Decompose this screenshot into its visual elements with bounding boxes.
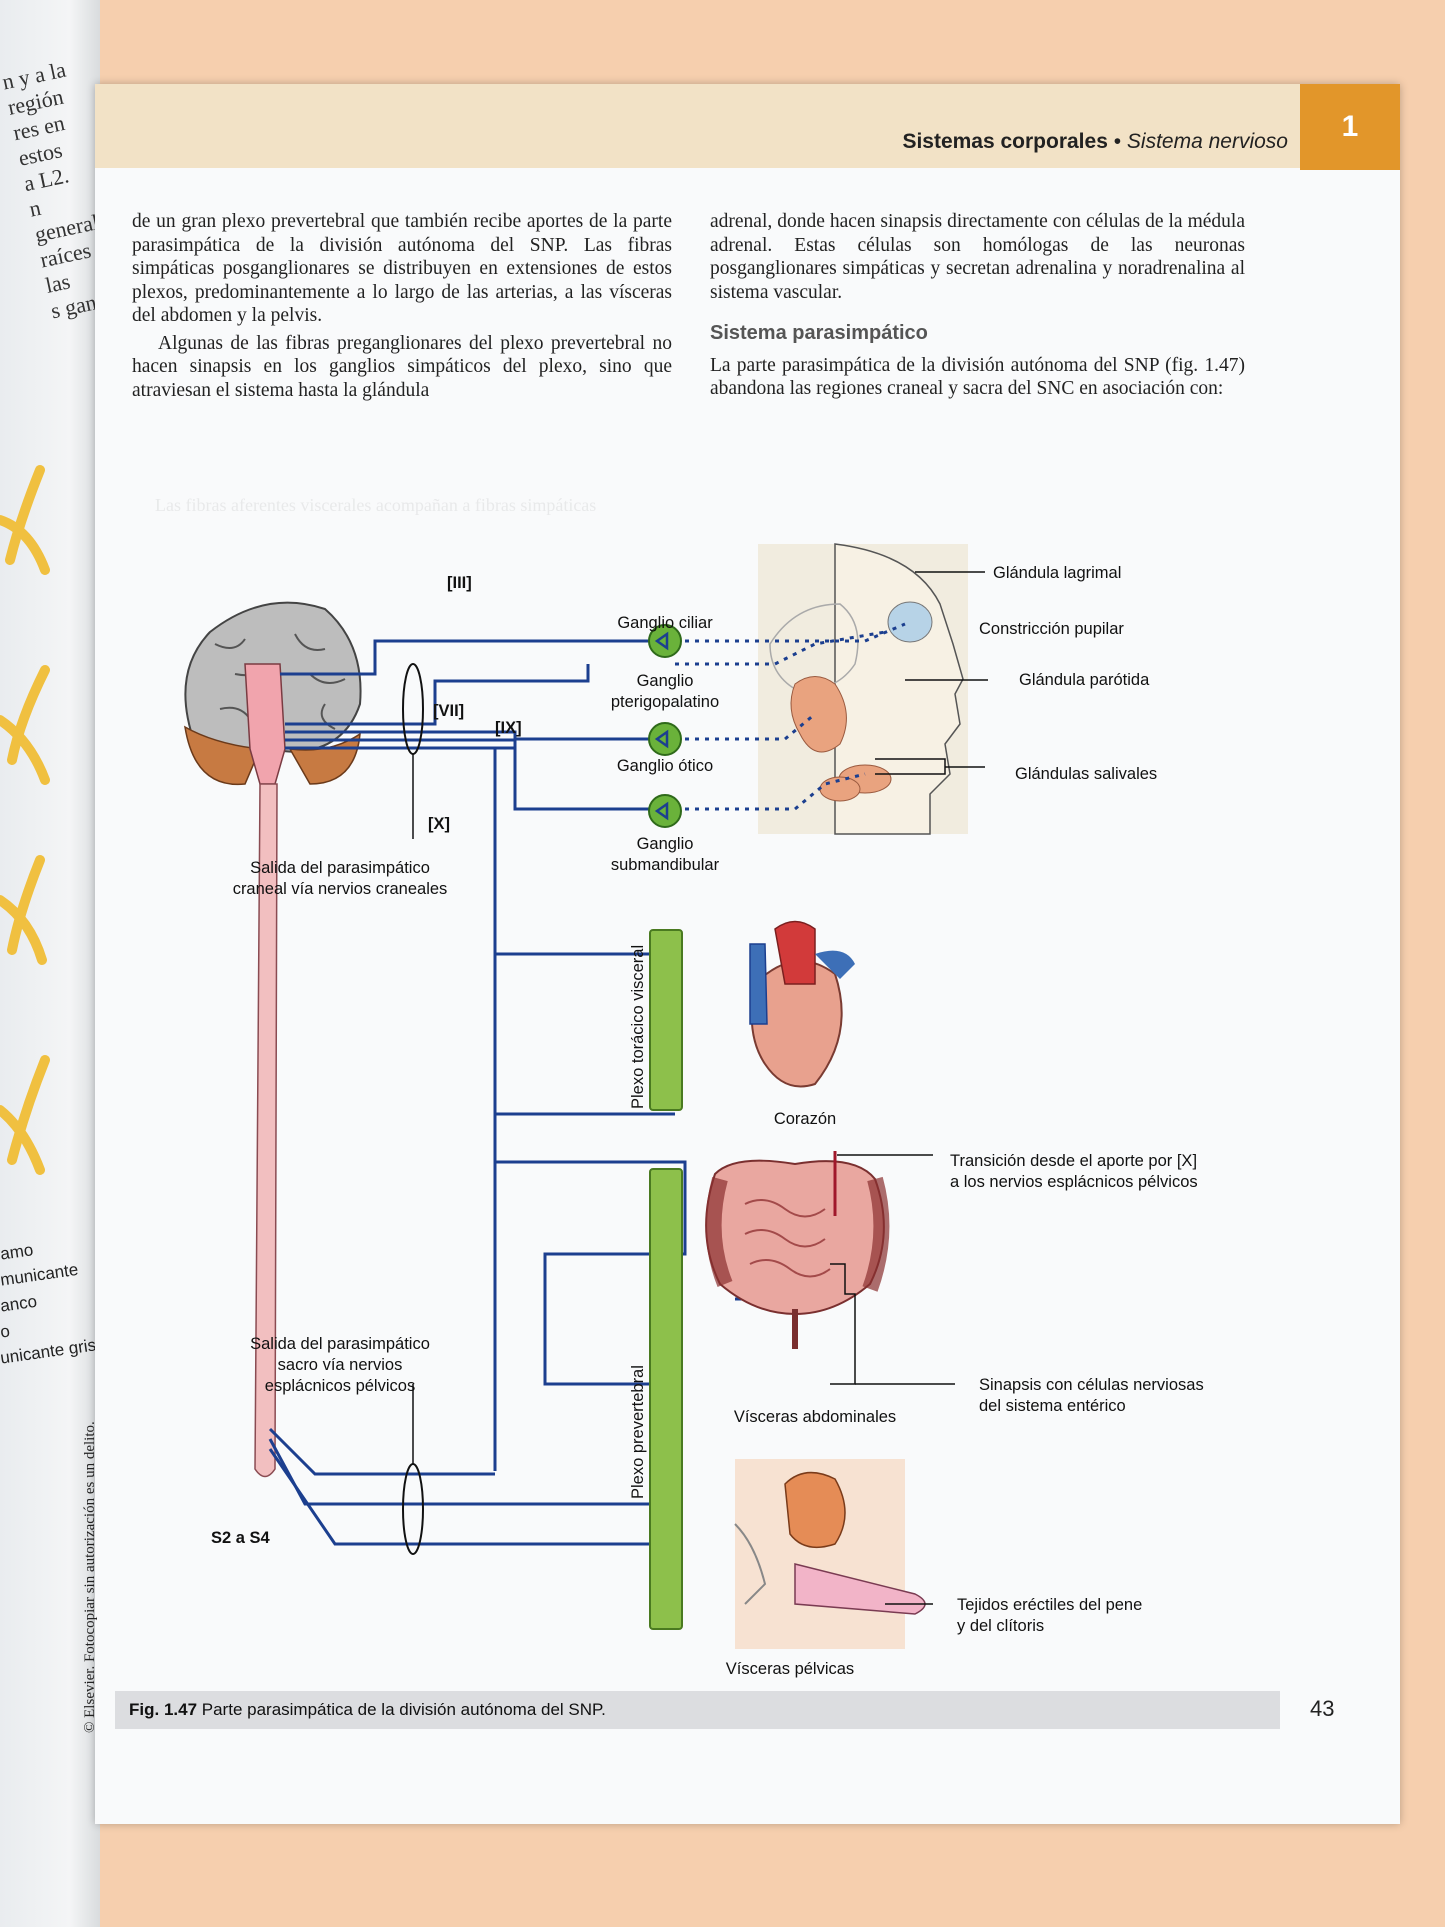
paragraph: adrenal, donde hacen sinapsis directamen… <box>710 211 1245 303</box>
label-nerve-ix: [IX] <box>495 719 522 737</box>
header-separator: • <box>1113 130 1122 153</box>
label-ganglio-pterigo-2: pterigopalatino <box>610 693 720 711</box>
label-ganglio-otico: Ganglio ótico <box>616 757 714 775</box>
text-column-right: adrenal, donde hacen sinapsis directamen… <box>710 210 1245 401</box>
brain-spinal-cord <box>184 601 362 1478</box>
nerve-lines <box>268 639 815 1586</box>
label-glandulas-salivales: Glándulas salivales <box>1015 765 1158 783</box>
label-s2-s4: S2 a S4 <box>211 1529 270 1547</box>
label-salida-craneal-1: Salida del parasimpático <box>250 859 430 877</box>
header-title: Sistemas corporales • Sistema nervioso <box>902 130 1288 154</box>
label-salida-sacra-3: esplácnicos pélvicos <box>264 1377 416 1395</box>
prevertebral-plexus-bar <box>649 1168 683 1630</box>
figure-caption: Fig. 1.47 Parte parasimpática de la divi… <box>129 1700 606 1720</box>
label-transicion-2: a los nervios esplácnicos pélvicos <box>950 1173 1198 1191</box>
label-visceras-abdominales: Vísceras abdominales <box>733 1408 897 1426</box>
caption-bar <box>115 1691 1280 1729</box>
label-transicion-1: Transición desde el aporte por [X] <box>950 1152 1198 1170</box>
label-glandula-lagrimal: Glándula lagrimal <box>993 564 1122 582</box>
label-nerve-iii: [III] <box>447 574 472 592</box>
label-nerve-x: [X] <box>428 815 450 833</box>
label-salida-craneal-2: craneal vía nervios craneales <box>232 880 448 898</box>
label-nerve-vii: [VII] <box>433 702 465 720</box>
label-salida-sacra-1: Salida del parasimpático <box>250 1335 430 1353</box>
label-constriccion-pupilar: Constricción pupilar <box>979 620 1124 638</box>
text-column-left: de un gran plexo prevertebral que tambié… <box>132 210 672 402</box>
ganglion-submandibular <box>648 794 682 828</box>
label-plexo-prevertebral: Plexo prevertebral <box>629 1365 647 1499</box>
header-subsection: Sistema nervioso <box>1126 130 1288 153</box>
ganglion-ciliary <box>648 624 682 658</box>
label-glandula-parotida: Glándula parótida <box>1019 671 1150 689</box>
paragraph: de un gran plexo prevertebral que tambié… <box>132 211 672 326</box>
thoracic-plexus-bar <box>649 929 683 1111</box>
left-page <box>0 0 100 1927</box>
caption-label: Fig. 1.47 <box>129 1700 198 1719</box>
label-plexo-toracico: Plexo torácico visceral <box>629 944 647 1109</box>
paragraph: Algunas de las fibras preganglionares de… <box>132 332 672 401</box>
chapter-tab <box>1300 84 1400 170</box>
bleed-through-text: Las fibras aferentes viscerales acompaña… <box>155 495 597 515</box>
heart-illustration <box>749 920 855 1088</box>
label-tejidos-2: y del clítoris <box>957 1617 1045 1635</box>
leader-lines <box>830 571 988 1605</box>
page-number: 43 <box>1310 1696 1335 1721</box>
label-ganglio-sub-1: Ganglio <box>636 835 694 853</box>
section-heading: Sistema parasimpático <box>710 322 928 344</box>
figure-diagram <box>184 543 988 1649</box>
pelvis-illustration <box>734 1459 926 1649</box>
label-tejidos-1: Tejidos eréctiles del pene <box>957 1596 1143 1614</box>
running-header <box>95 84 1400 168</box>
left-page-illustration <box>0 465 50 1175</box>
chapter-number: 1 <box>1341 110 1359 143</box>
label-corazon: Corazón <box>773 1110 837 1128</box>
label-visceras-pelvicas: Vísceras pélvicas <box>725 1660 855 1678</box>
book-page: 1 Sistemas corporales • Sistema nervioso… <box>95 84 1400 1824</box>
label-sinapsis-1: Sinapsis con células nerviosas <box>979 1376 1204 1394</box>
paragraph: La parte parasimpática de la división au… <box>710 354 1245 400</box>
postganglionic-lines <box>675 622 906 811</box>
label-ganglio-pterigo-1: Ganglio <box>636 672 694 690</box>
intestine-illustration <box>705 1151 890 1349</box>
label-salida-sacra-2: sacro vía nervios <box>277 1356 403 1374</box>
caption-text: Parte parasimpática de la división autón… <box>201 1700 606 1719</box>
ganglia <box>648 624 682 828</box>
header-section: Sistemas corporales <box>902 130 1108 153</box>
head-illustration <box>758 543 968 835</box>
label-ganglio-ciliar: Ganglio ciliar <box>617 614 713 632</box>
copyright-notice: © Elsevier. Fotocopiar sin autorización … <box>82 1421 98 1733</box>
label-sinapsis-2: del sistema entérico <box>979 1397 1126 1415</box>
label-ganglio-sub-2: submandibular <box>610 856 720 874</box>
sacral-outflow-bracket <box>402 1463 424 1555</box>
ganglion-otic <box>648 722 682 756</box>
